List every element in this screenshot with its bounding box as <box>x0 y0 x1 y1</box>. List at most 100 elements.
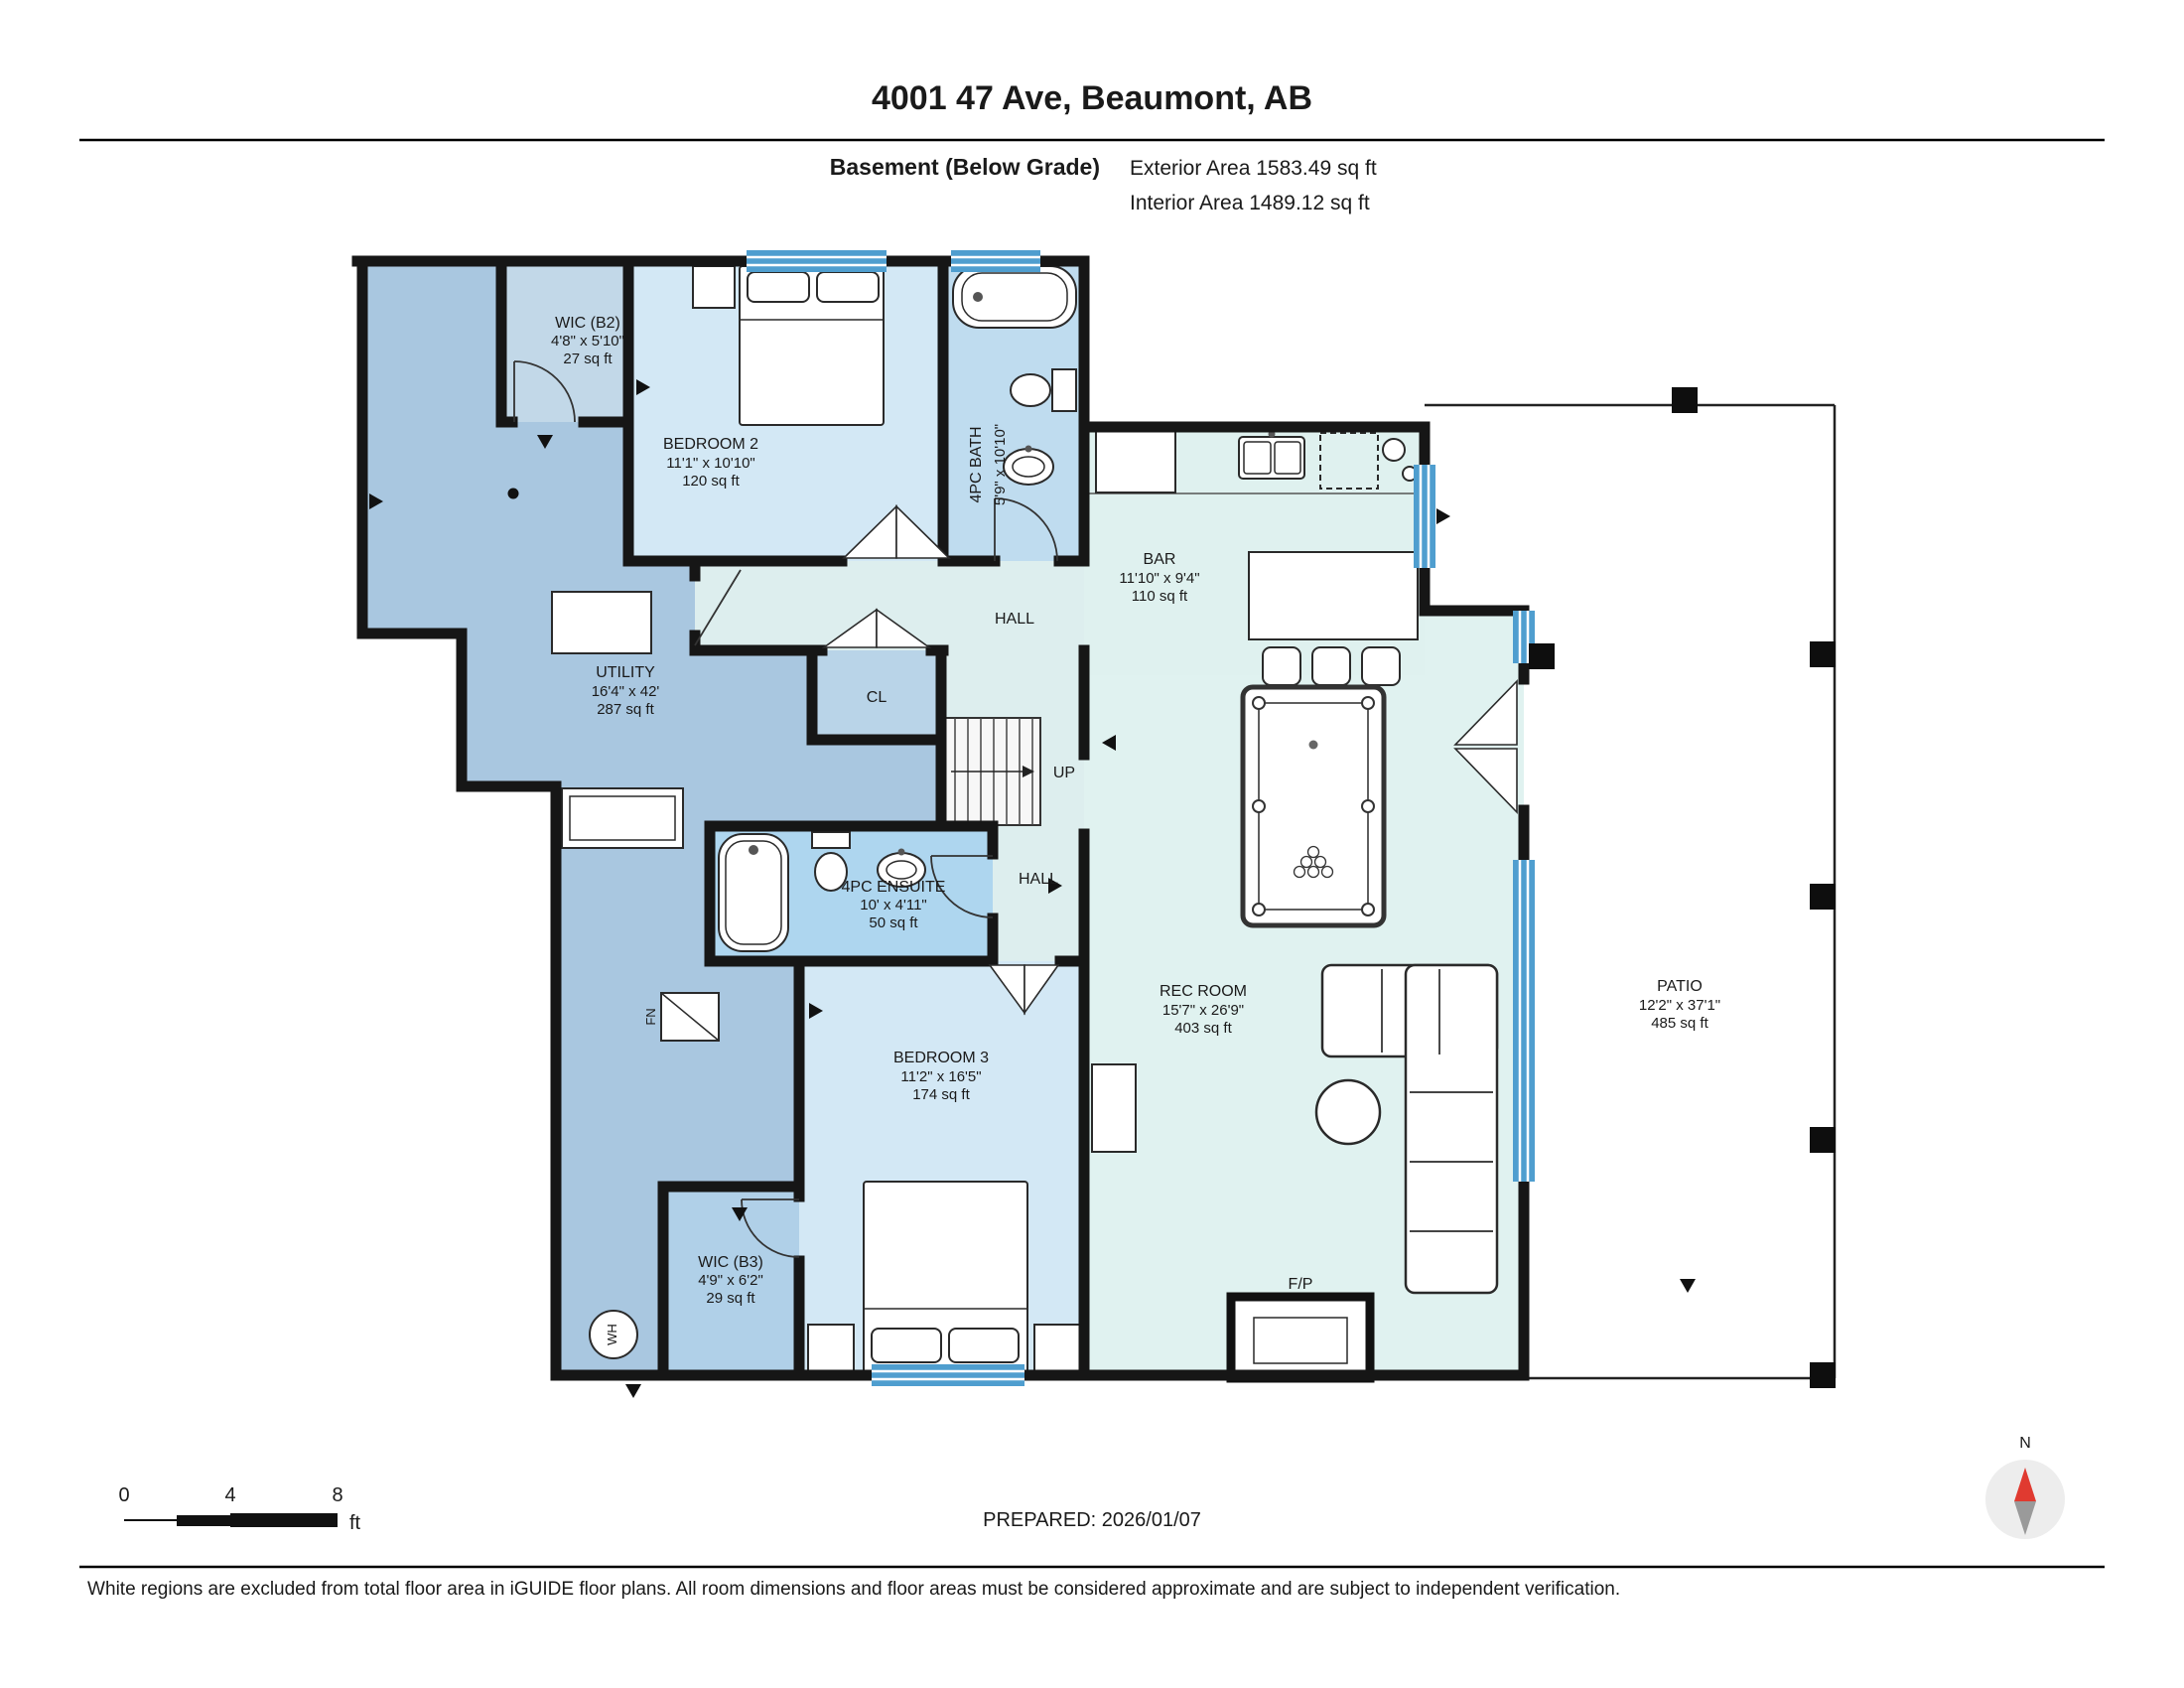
room-label-wic-b2: WIC (B2) <box>555 315 620 332</box>
stairs <box>942 717 1041 826</box>
room-area-rec: 403 sq ft <box>1174 1020 1232 1037</box>
door-arrow-icon <box>1436 508 1450 524</box>
door-arrow-icon <box>732 1207 748 1221</box>
post-icon <box>1810 641 1836 667</box>
room-area-patio: 485 sq ft <box>1651 1015 1708 1032</box>
door-utility-diagonal <box>694 569 742 646</box>
window-bath-top <box>951 250 1040 272</box>
room-label-hall-upper: HALL <box>995 611 1034 628</box>
door-arrow-icon <box>809 1003 823 1019</box>
room-area-wic-b3: 29 sq ft <box>706 1290 755 1307</box>
door-arrow-icon <box>636 379 650 395</box>
room-area-bedroom2: 120 sq ft <box>682 473 740 490</box>
door-bedroom3-double <box>988 964 1060 1016</box>
door-ensuite <box>930 855 994 918</box>
interior-area: Interior Area 1489.12 sq ft <box>1130 192 1370 214</box>
doors <box>513 360 1518 1258</box>
room-dims-bath: 5'9" x 10'10" <box>992 424 1009 505</box>
scale-eight: 8 <box>332 1484 342 1506</box>
exterior-area: Exterior Area 1583.49 sq ft <box>1130 157 1377 180</box>
room-label-cl: CL <box>867 689 887 706</box>
room-label-bedroom2: BEDROOM 2 <box>663 436 758 453</box>
compass-icon: N <box>1985 1435 2065 1539</box>
toilet-icon <box>1010 368 1077 412</box>
post-icon <box>1810 1362 1836 1388</box>
room-area-bedroom3: 174 sq ft <box>912 1086 970 1103</box>
floor-label: Basement (Below Grade) <box>830 154 1100 180</box>
post-icon <box>1810 1127 1836 1153</box>
room-label-up: UP <box>1053 765 1075 781</box>
scale-unit: ft <box>349 1512 361 1534</box>
room-dims-utility: 16'4" x 42' <box>592 683 660 700</box>
scale-zero: 0 <box>118 1484 129 1506</box>
room-dims-bedroom2: 11'1" x 10'10" <box>666 455 755 472</box>
windows <box>747 250 1535 1386</box>
post-icon <box>1672 387 1698 413</box>
sofa-sectional <box>1320 963 1499 1295</box>
post-icon <box>1810 884 1836 910</box>
room-area-utility: 287 sq ft <box>597 701 654 718</box>
room-label-utility: UTILITY <box>596 664 655 681</box>
walls <box>351 255 1530 1381</box>
room-dims-bedroom3: 11'2" x 16'5" <box>900 1068 981 1085</box>
sink-ensuite-icon <box>877 848 926 888</box>
door-arrow-icon <box>369 493 383 509</box>
room-labels: WIC (B2) 4'8" x 5'10" 27 sq ft BEDROOM 2… <box>551 315 1720 1345</box>
door-wic-b2 <box>513 360 576 423</box>
room-label-hall-lower: HALL <box>1019 871 1058 888</box>
furnace-label: FN <box>643 1008 658 1025</box>
footer-lead: W <box>87 1579 105 1600</box>
sink-icon <box>1003 445 1054 486</box>
water-heater-label: WH <box>605 1324 619 1345</box>
door-cl-double <box>821 608 932 648</box>
room-area-ensuite: 50 sq ft <box>869 914 918 931</box>
room-dims-ensuite: 10' x 4'11" <box>860 897 927 914</box>
bed-bedroom2 <box>692 265 885 426</box>
compass-north-label: N <box>2019 1435 2031 1452</box>
bathtub-ensuite-icon <box>718 833 789 952</box>
door-arrows <box>369 379 1696 1398</box>
room-label-wic-b3: WIC (B3) <box>698 1254 763 1271</box>
room-wic-b3 <box>663 1187 799 1375</box>
door-patio-french <box>1453 679 1518 814</box>
door-bedroom2-double <box>842 504 951 559</box>
round-table <box>1314 1078 1382 1146</box>
room-label-bath: 4PC BATH <box>968 426 985 502</box>
door-arrow-icon <box>537 435 553 449</box>
room-label-ensuite: 4PC ENSUITE <box>842 879 946 896</box>
window-bedroom3-bottom <box>872 1364 1024 1386</box>
door-arrow-icon <box>1102 735 1116 751</box>
room-label-rec: REC ROOM <box>1160 983 1247 1000</box>
fireplace <box>1226 1292 1375 1383</box>
footer-disclaimer: hite regions are excluded from total flo… <box>105 1579 1620 1600</box>
door-bath <box>994 497 1058 562</box>
bathtub-icon <box>952 265 1077 329</box>
bar-counter <box>1084 430 1422 686</box>
room-dims-wic-b2: 4'8" x 5'10" <box>551 333 624 350</box>
room-dims-rec: 15'7" x 26'9" <box>1162 1002 1244 1019</box>
toilet-ensuite-icon <box>811 831 851 892</box>
drain-dot <box>507 488 519 499</box>
room-label-bar: BAR <box>1144 551 1176 568</box>
patio-posts <box>1529 387 1836 1388</box>
page-title: 4001 47 Ave, Beaumont, AB <box>872 79 1312 117</box>
room-dims-bar: 11'10" x 9'4" <box>1119 570 1199 587</box>
room-label-bedroom3: BEDROOM 3 <box>893 1050 989 1066</box>
scale-bar: 0 4 8 ft <box>118 1484 360 1534</box>
furnace-icon <box>660 992 720 1042</box>
room-area-bar: 110 sq ft <box>1132 588 1188 605</box>
window-rec-right-long <box>1513 860 1535 1182</box>
window-bedroom2-top <box>747 250 887 272</box>
console-table <box>1091 1063 1137 1153</box>
room-area-wic-b2: 27 sq ft <box>563 351 613 367</box>
room-cl <box>812 650 941 740</box>
room-dims-patio: 12'2" x 37'1" <box>1639 997 1720 1014</box>
door-arrow-icon <box>625 1384 641 1398</box>
utility-equipment <box>551 591 684 849</box>
door-arrow-icon <box>1048 878 1062 894</box>
post-icon <box>1529 643 1555 669</box>
water-heater-icon <box>589 1310 638 1359</box>
room-wic-b2 <box>501 256 628 422</box>
